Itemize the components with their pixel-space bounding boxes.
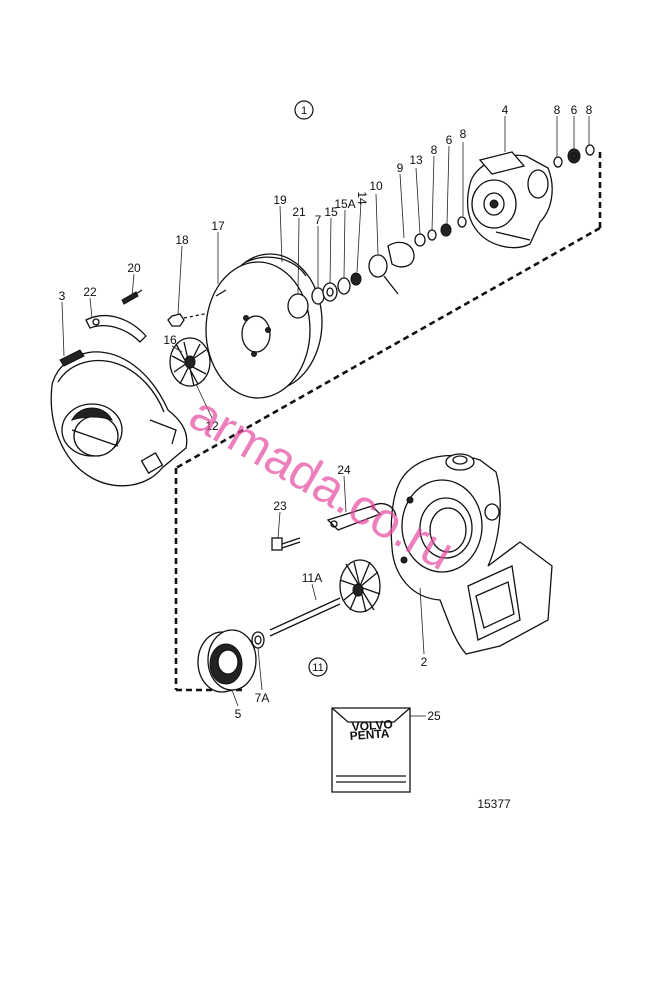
svg-text:1: 1 [301, 105, 307, 117]
callout-10: 10 [369, 179, 383, 193]
bolt-23 [271, 537, 301, 551]
bearing-housing [205, 253, 323, 399]
callout-25: 25 [427, 709, 441, 723]
callout-17: 17 [211, 219, 225, 233]
callout-4: 4 [502, 103, 509, 117]
compressor-wheel [169, 337, 239, 387]
seal-ring-7a [251, 631, 265, 649]
svg-text:11: 11 [312, 662, 323, 674]
callout-6a: 6 [571, 103, 578, 117]
screw-20 [121, 289, 143, 305]
callout-16: 16 [163, 333, 177, 347]
group-marker-11: 11 [308, 657, 328, 677]
center-housing [466, 151, 553, 249]
leader-lines [61, 116, 590, 717]
gasket-kit-envelope: VOLVO PENTA [331, 707, 411, 793]
callout-6b: 6 [446, 133, 453, 147]
callout-5: 5 [235, 707, 242, 721]
callout-19: 19 [273, 193, 287, 207]
callout-2: 2 [421, 655, 428, 669]
callout-21: 21 [292, 205, 306, 219]
callout-15a: 15A [334, 197, 355, 211]
callout-14: 14 [355, 191, 369, 205]
callout-3: 3 [59, 289, 66, 303]
callout-20: 20 [127, 261, 141, 275]
callout-22: 22 [83, 285, 97, 299]
seal-plate-5 [197, 629, 257, 693]
compressor-housing [50, 349, 188, 487]
callout-11a: 11A [302, 571, 322, 585]
turbine-housing [390, 453, 553, 655]
callout-8a: 8 [554, 103, 561, 117]
clamp-bracket [85, 315, 147, 343]
figure-number: 15377 [477, 797, 511, 811]
clamp-24 [326, 502, 397, 531]
callout-23: 23 [273, 499, 287, 513]
turbine-wheel-shaft [269, 559, 381, 637]
callout-8c: 8 [460, 127, 467, 141]
callout-12: 12 [205, 419, 219, 433]
callout-7a: 7A [255, 691, 270, 705]
seal-rings-upper [311, 216, 467, 305]
callout-15: 15 [324, 205, 338, 219]
callout-9: 9 [397, 161, 404, 175]
group-marker-1: 1 [294, 100, 314, 120]
callout-24: 24 [337, 463, 351, 477]
callout-7: 7 [315, 213, 322, 227]
callout-13: 13 [409, 153, 423, 167]
callout-8d: 8 [431, 143, 438, 157]
kit-brand-line1: VOLVO [351, 717, 393, 734]
callout-18: 18 [175, 233, 189, 247]
callout-8b: 8 [586, 103, 593, 117]
assembly-boundaries [174, 152, 602, 692]
kit-brand-line2: PENTA [349, 726, 390, 743]
part-labels: 4 8 6 8 8 6 8 13 9 10 14 15A 15 7 21 19 … [59, 103, 593, 723]
